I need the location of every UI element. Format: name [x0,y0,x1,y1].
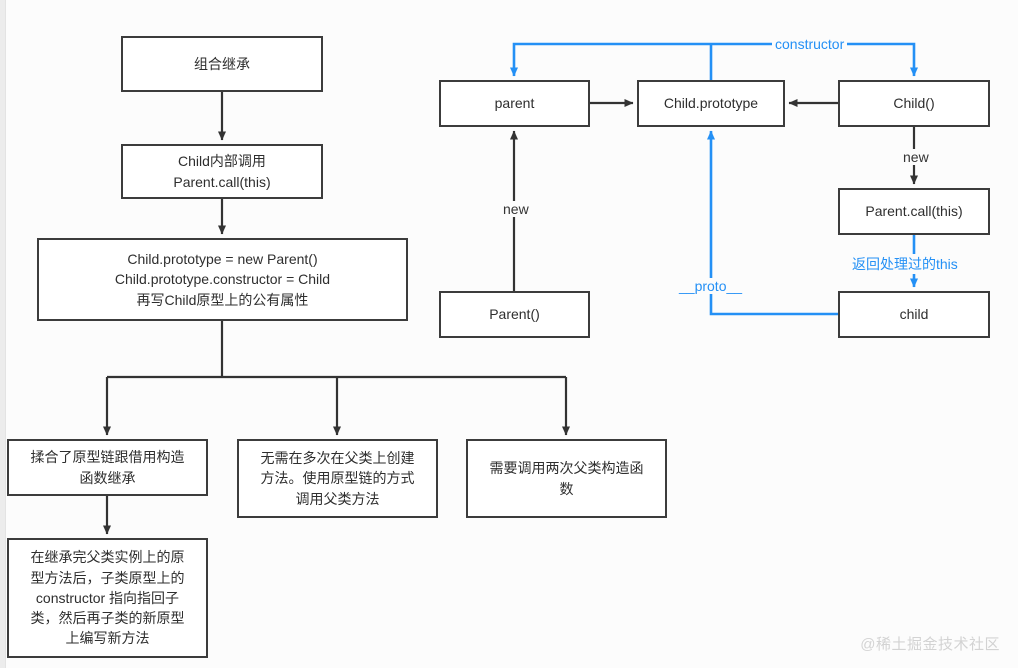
node-label: 无需在多次在父类上创建 方法。使用原型链的方式 调用父类方法 [260,450,415,507]
edge-label-return-this: 返回处理过的this [849,254,961,274]
node-child-prototype[interactable]: Child.prototype [637,80,785,127]
node-label: 在继承完父类实例上的原 型方法后，子类原型上的 constructor 指向指回… [30,549,185,647]
node-prototype-setup[interactable]: Child.prototype = new Parent() Child.pro… [37,238,408,321]
node-no-repeat-note[interactable]: 无需在多次在父类上创建 方法。使用原型链的方式 调用父类方法 [237,439,438,518]
edge-label-proto: __proto__ [676,278,746,294]
edge-label-new-parent: new [500,201,532,217]
watermark: @稀土掘金技术社区 [860,636,1000,653]
edge-constructor-left [510,42,711,77]
node-parent-instance[interactable]: parent [439,80,590,127]
node-label: Child() [893,95,935,112]
node-label: child [899,306,929,323]
node-twice-call-note[interactable]: 需要调用两次父类构造函 数 [466,439,667,518]
node-label: Child内部调用 Parent.call(this) [173,153,271,190]
node-constructor-detail[interactable]: 在继承完父类实例上的原 型方法后，子类原型上的 constructor 指向指回… [7,538,208,658]
node-child-internal-call[interactable]: Child内部调用 Parent.call(this) [121,144,323,199]
node-label: 揉合了原型链跟借用构造 函数继承 [30,449,185,486]
node-child-instance[interactable]: child [838,291,990,338]
node-parent-call-this[interactable]: Parent.call(this) [838,188,990,235]
node-combo-inheritance[interactable]: 组合继承 [121,36,323,92]
node-child-ctor[interactable]: Child() [838,80,990,127]
node-merge-note[interactable]: 揉合了原型链跟借用构造 函数继承 [7,439,208,496]
left-gutter-strip [0,0,6,668]
node-label: Parent.call(this) [865,203,963,220]
node-parent-ctor[interactable]: Parent() [439,291,590,338]
node-label: Parent() [489,306,540,323]
node-label: 组合继承 [194,55,250,72]
node-label: parent [494,95,535,112]
edge-label-constructor: constructor [772,36,848,52]
node-label: Child.prototype [663,95,759,112]
node-label: 需要调用两次父类构造函 数 [489,460,644,497]
node-label: Child.prototype = new Parent() Child.pro… [114,251,331,308]
edge-label-new-child: new [900,149,932,165]
